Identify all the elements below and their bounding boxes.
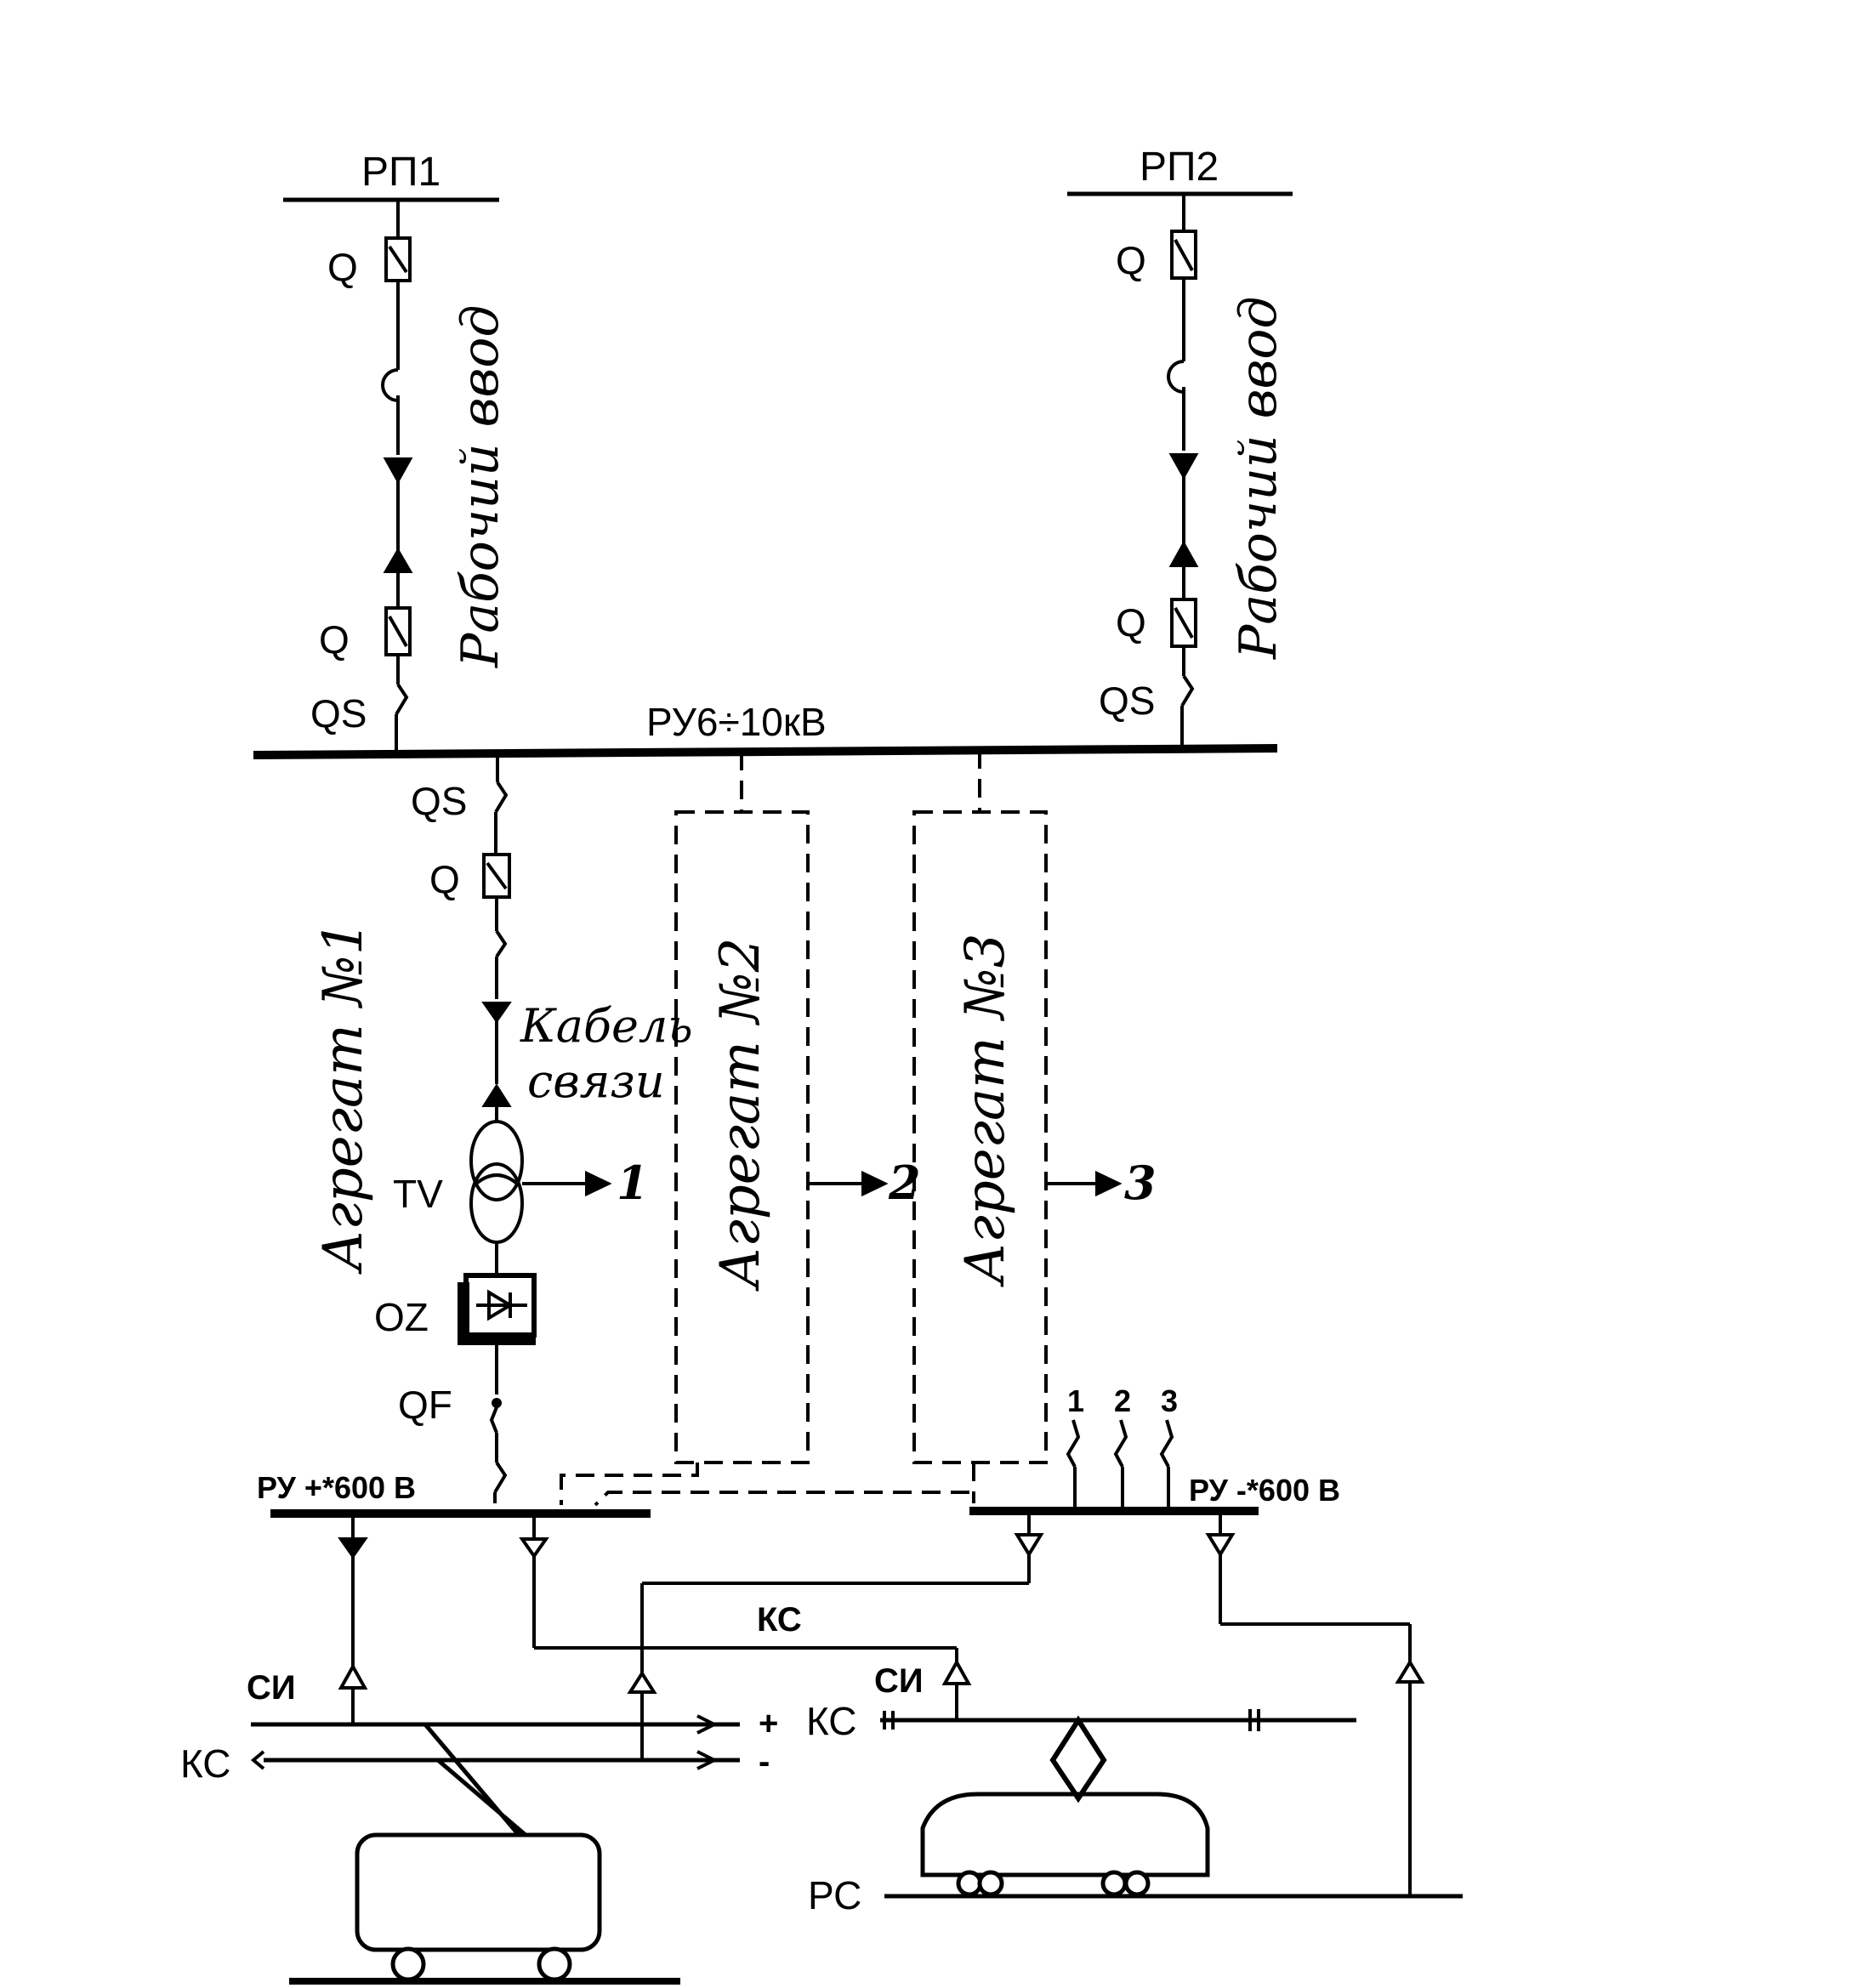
q-label-4: Q (1116, 600, 1146, 645)
si-left-label: СИ (247, 1669, 296, 1707)
q-label-5: Q (429, 857, 460, 901)
rp1-label: РП1 (361, 150, 441, 195)
unit1-label: Агрегат №1 (312, 921, 375, 1275)
tram (920, 1715, 1210, 1897)
rp2-feeder (1067, 191, 1293, 748)
rs-label: РС (808, 1873, 861, 1917)
ks-mid-label: КС (806, 1699, 857, 1743)
unit2-output (808, 1170, 889, 1197)
disconnector-qs-left (395, 683, 409, 716)
transformer-tv-primary (469, 1120, 524, 1201)
unit2-box (560, 752, 810, 1505)
unit3-box (594, 750, 1048, 1507)
feeder-2-label: 2 (1114, 1383, 1131, 1418)
minus-label: - (759, 1743, 770, 1781)
ks-left-label: КС (180, 1741, 231, 1786)
rp2-label: РП2 (1140, 145, 1219, 190)
qf-label: QF (398, 1383, 452, 1427)
current-transformer-right (1167, 360, 1185, 394)
dc-bus-left-label: РУ +*600 В (257, 1470, 416, 1505)
tv-label: TV (393, 1172, 443, 1216)
output-1-label: 1 (617, 1156, 649, 1210)
cable-end-down-right (1168, 453, 1199, 480)
unit1-chain (458, 755, 612, 1503)
breaker-qf (489, 1406, 498, 1434)
disconnector-qs-unit1 (494, 781, 509, 814)
cable-end-down-left (383, 457, 413, 485)
si-mid-label: СИ (874, 1662, 924, 1700)
plus-label: + (759, 1705, 778, 1742)
dc-bus-right-label: РУ -*600 В (1189, 1473, 1340, 1508)
q-label-3: Q (1116, 238, 1146, 282)
unit2-label: Агрегат №2 (709, 938, 772, 1292)
feeder-switches (1066, 1419, 1174, 1511)
feeder-3-label: 3 (1161, 1383, 1178, 1418)
unit3-label: Агрегат №3 (954, 934, 1017, 1287)
cable-end-down-unit1 (481, 1002, 512, 1024)
hv-bus-label: РУ6÷10кВ (646, 700, 827, 744)
comm-cable-label-1: Кабель (520, 999, 693, 1053)
rp1-feeder (283, 197, 499, 757)
trolleybus (289, 1723, 680, 1985)
q-label-2: Q (319, 617, 350, 662)
current-transformer-left (381, 368, 399, 402)
output-3-label: 3 (1124, 1156, 1157, 1210)
dc-wiring (250, 1511, 1463, 1899)
qs-label-1: QS (310, 691, 367, 736)
unit3-output (1048, 1170, 1123, 1197)
cable-end-up-right (1168, 540, 1199, 567)
qs-label-2: QS (1099, 679, 1155, 723)
cable-end-up-left (383, 548, 413, 573)
hv-bus (253, 744, 1278, 759)
comm-cable-label-2: связи (527, 1054, 665, 1108)
q-label-1: Q (327, 245, 358, 289)
qs-label-3: QS (411, 779, 467, 823)
feeder-1-label: 1 (1067, 1383, 1084, 1418)
ks-label: КС (757, 1601, 802, 1639)
input-line-label-right: Рабочий ввод (1229, 296, 1288, 660)
disconnector-qs-right (1180, 674, 1195, 707)
input-line-label-left: Рабочий ввод (451, 304, 510, 668)
output-2-label: 2 (888, 1156, 921, 1210)
oz-label: OZ (374, 1295, 429, 1339)
cable-end-up-unit1 (481, 1083, 512, 1107)
